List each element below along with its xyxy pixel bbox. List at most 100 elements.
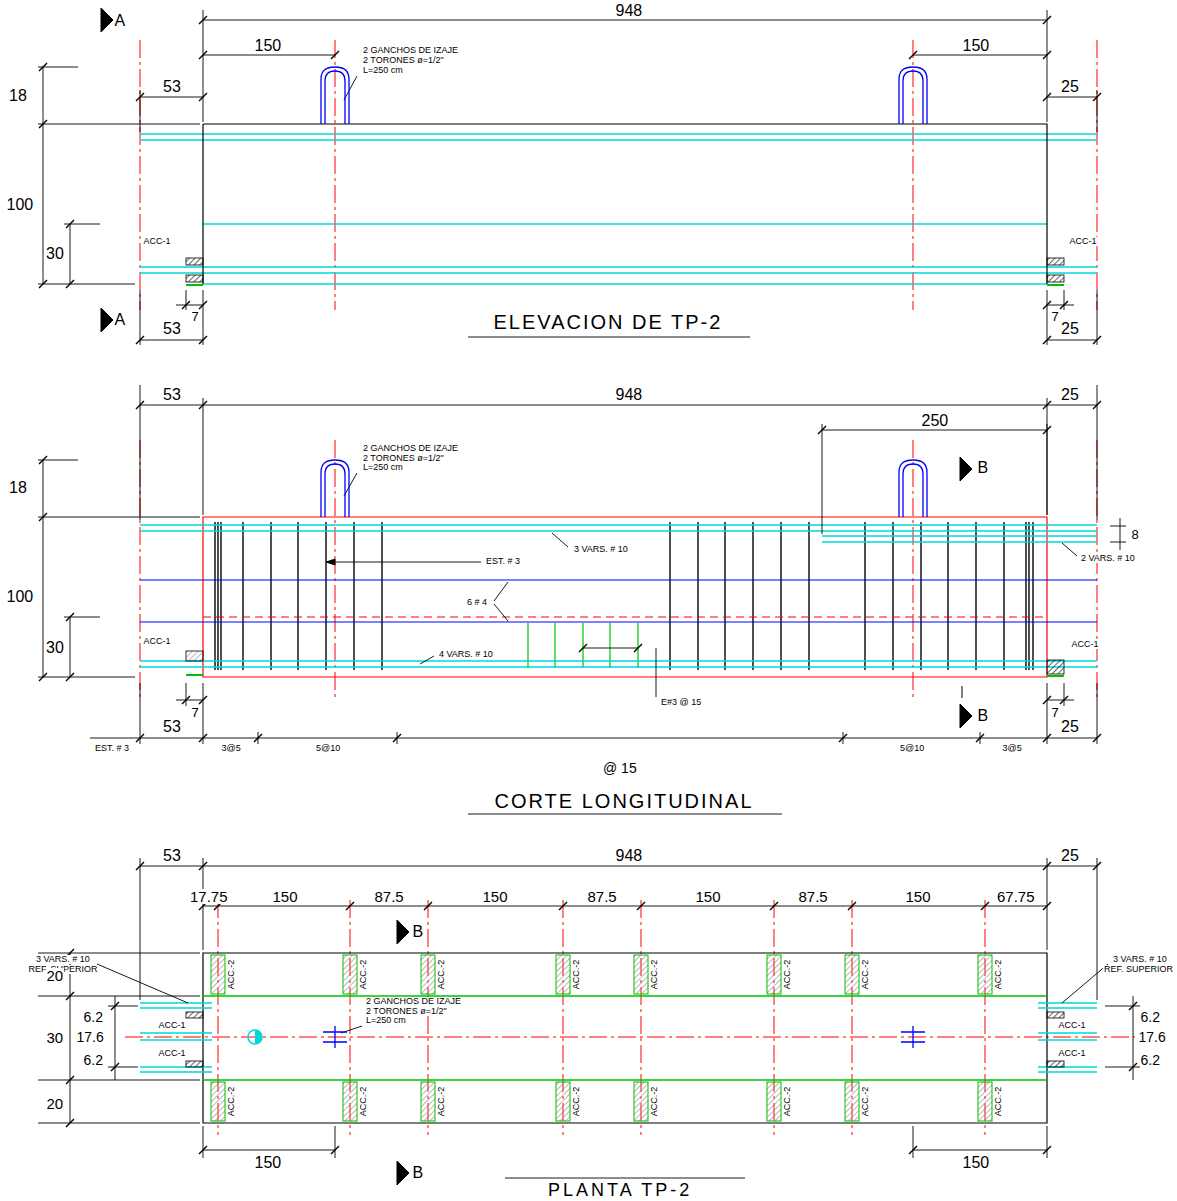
dimension-label: 67.75 bbox=[996, 889, 1036, 904]
dimension-label: 150 bbox=[254, 38, 283, 54]
bearing-accessory bbox=[186, 1012, 203, 1018]
insert-plate bbox=[211, 955, 225, 994]
dimension-label: 30 bbox=[46, 1030, 65, 1045]
dimension-label: 53 bbox=[162, 321, 182, 337]
dimension-label: 150 bbox=[254, 1155, 283, 1171]
note-label: E#3 @ 15 bbox=[660, 698, 702, 707]
dimension-label: 20 bbox=[46, 968, 65, 983]
centerline bbox=[140, 40, 1097, 310]
dimension-label: 3@5 bbox=[221, 744, 242, 753]
note-label: 2 TORONES ø=1/2" bbox=[362, 454, 445, 463]
longitudinal-section bbox=[38, 385, 1126, 814]
dimension-label: 150 bbox=[962, 1155, 991, 1171]
accessory-label: ACC.-2 bbox=[572, 1085, 581, 1117]
dimension-label: 6.2 bbox=[1140, 1010, 1161, 1024]
dimension-label: 7 bbox=[191, 706, 200, 719]
accessory-label: ACC.-2 bbox=[650, 1085, 659, 1117]
note-label: 2 GANCHOS DE IZAJE bbox=[362, 46, 459, 55]
bearing-accessory bbox=[1047, 1012, 1064, 1018]
section-marker: B bbox=[977, 708, 990, 724]
accessory-label: ACC.-2 bbox=[650, 958, 659, 990]
accessory-label: ACC.-2 bbox=[994, 958, 1003, 990]
note-label: L=250 cm bbox=[365, 1016, 407, 1025]
accessory-label: ACC.-2 bbox=[359, 958, 368, 990]
beam-outline bbox=[203, 953, 1047, 1123]
bearing-accessory bbox=[186, 275, 203, 282]
dimension-line bbox=[344, 76, 357, 100]
accessory-label: ACC-1 bbox=[1071, 640, 1100, 649]
accessory-label: ACC-1 bbox=[143, 237, 172, 246]
note-label: 2 TORONES ø=1/2" bbox=[365, 1007, 448, 1016]
lifting-hook bbox=[321, 460, 349, 517]
insert-plate bbox=[421, 1082, 435, 1121]
insert-plate bbox=[556, 1082, 570, 1121]
section-arrow bbox=[101, 8, 113, 32]
accessory-label: ACC.-2 bbox=[783, 1085, 792, 1117]
section-marker: B bbox=[412, 924, 425, 940]
dimension-label: 30 bbox=[45, 640, 65, 656]
insert-plate bbox=[343, 1082, 357, 1121]
note-label: 2 TORONES ø=1/2" bbox=[362, 56, 445, 65]
insert-plate bbox=[421, 955, 435, 994]
view-title: ELEVACION DE TP-2 bbox=[493, 312, 724, 332]
accessory-label: ACC.-2 bbox=[227, 1085, 236, 1117]
bearing-accessory bbox=[1047, 275, 1064, 282]
dimension-label: 18 bbox=[8, 88, 28, 104]
dimension-label: 150 bbox=[695, 889, 722, 904]
rebar-line bbox=[140, 525, 1097, 667]
dimension-label: 5@10 bbox=[899, 744, 925, 753]
dimension-label: 100 bbox=[6, 197, 35, 213]
insert-plate bbox=[845, 955, 859, 994]
dimension-label: 25 bbox=[1060, 848, 1080, 864]
bearing-accessory bbox=[186, 258, 203, 265]
accessory-label: ACC.-2 bbox=[437, 1085, 446, 1117]
insert-plate bbox=[978, 1082, 992, 1121]
center-mark bbox=[248, 1030, 262, 1044]
section-arrow bbox=[101, 308, 113, 332]
dimension-label: 7 bbox=[1051, 310, 1060, 323]
accessory-label: ACC-1 bbox=[1058, 1021, 1087, 1030]
accessory-label: ACC.-2 bbox=[994, 1085, 1003, 1117]
lifting-hook bbox=[323, 1026, 925, 1048]
flange-edge bbox=[203, 996, 1047, 1080]
accessory-label: ACC.-2 bbox=[861, 1085, 870, 1117]
bearing-accessory bbox=[186, 258, 1064, 285]
beam-outline bbox=[203, 616, 1047, 617]
dimension-line bbox=[97, 964, 1108, 1033]
dimension-label: 7 bbox=[191, 310, 200, 323]
dimension-line bbox=[468, 337, 750, 338]
dimension-label: 87.5 bbox=[798, 889, 829, 904]
accessory-label: ACC-1 bbox=[158, 1021, 187, 1030]
bearing-accessory bbox=[186, 1061, 203, 1067]
bearing-accessory bbox=[186, 651, 1064, 676]
accessory-label: ACC-1 bbox=[143, 637, 172, 646]
dimension-line bbox=[334, 473, 1077, 697]
dimension-label: 25 bbox=[1060, 719, 1080, 735]
lifting-hook bbox=[899, 460, 927, 517]
dimension-label: 948 bbox=[615, 3, 644, 19]
dimension-line bbox=[39, 401, 1101, 742]
dimension-label: 5@10 bbox=[315, 744, 341, 753]
dimension-label: 150 bbox=[272, 889, 299, 904]
dimension-label: 7 bbox=[1051, 706, 1060, 719]
dimension-label: 8 bbox=[1131, 528, 1140, 541]
dimension-label: 25 bbox=[1060, 79, 1080, 95]
insert-plate bbox=[211, 1082, 225, 1121]
centerline bbox=[140, 440, 1097, 700]
dimension-label: 17.6 bbox=[76, 1030, 105, 1044]
section-arrow bbox=[962, 686, 963, 698]
bearing-accessory bbox=[186, 651, 203, 661]
bearing-accessory bbox=[186, 284, 1064, 286]
center-mark bbox=[255, 1030, 262, 1044]
dimension-line bbox=[38, 385, 1126, 814]
accessory-label: ACC-1 bbox=[158, 1049, 187, 1058]
section-arrow bbox=[397, 920, 409, 944]
accessory-label: ACC-1 bbox=[1069, 237, 1098, 246]
dimension-label: 25 bbox=[1060, 387, 1080, 403]
view-title: CORTE LONGITUDINAL bbox=[494, 791, 755, 811]
centerline bbox=[140, 40, 1097, 310]
rebar-line bbox=[140, 134, 1097, 284]
section-marker: B bbox=[412, 1165, 425, 1181]
section-arrow bbox=[101, 8, 113, 332]
centerline bbox=[125, 900, 1135, 1135]
